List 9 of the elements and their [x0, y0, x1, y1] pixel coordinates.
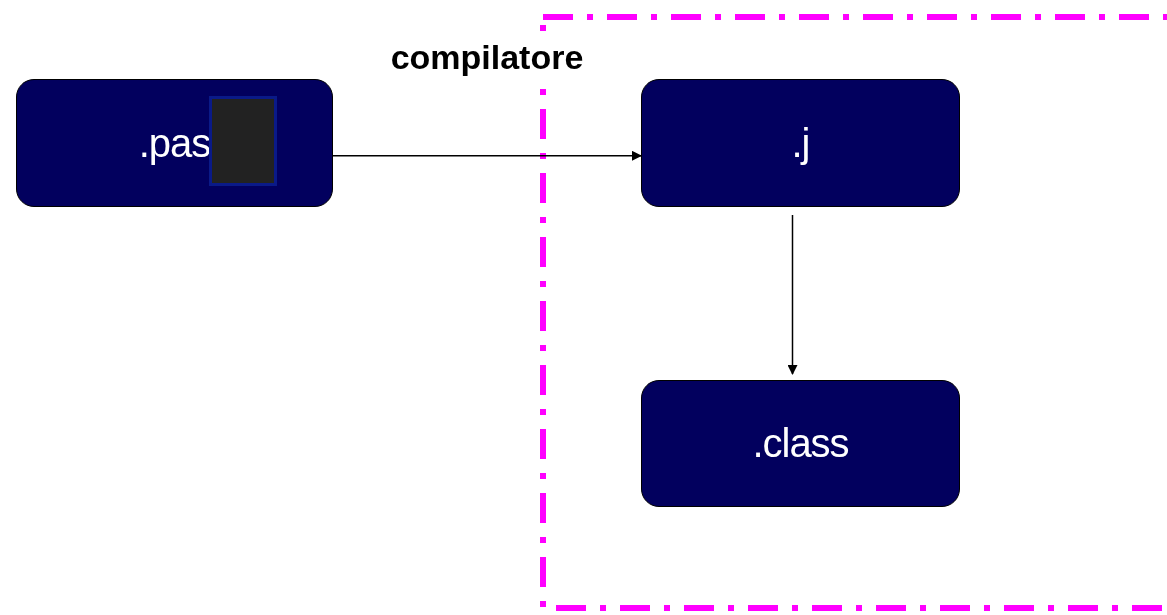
file-box [641, 79, 960, 207]
cursor-block [209, 96, 277, 186]
file-extension: .class [752, 421, 849, 466]
file-box [16, 79, 333, 207]
file-box [641, 380, 960, 507]
arrow [787, 214, 798, 375]
arrow [332, 150, 642, 161]
file-extension: .j [791, 120, 810, 166]
file-extension: .pas [138, 120, 211, 166]
